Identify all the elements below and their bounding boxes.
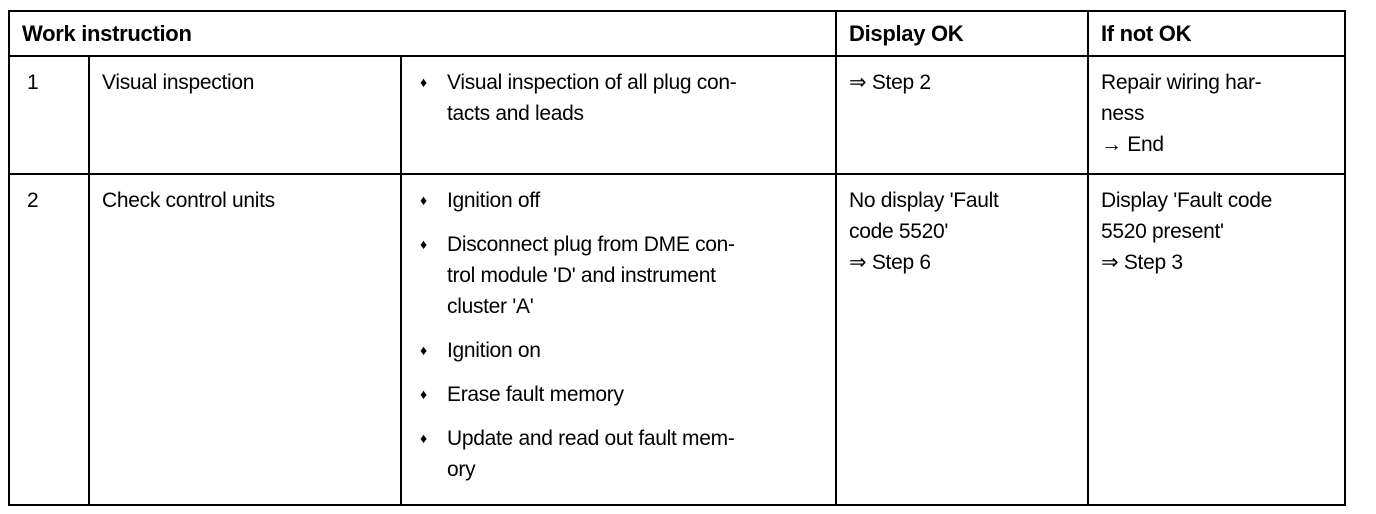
header-if-not-ok: If not OK [1087, 10, 1346, 57]
diamond-bullet-icon: ♦ [420, 74, 427, 90]
table-row-step-2: 2 Check control units ♦ Ignition off ♦ D… [8, 173, 1346, 506]
header-work-instruction: Work instruction [8, 10, 837, 57]
action-text: Ignition off [447, 189, 540, 212]
action-list: ♦ Ignition off ♦ Disconnect plug from DM… [420, 185, 829, 485]
action-item: ♦ Disconnect plug from DME con- trol mod… [420, 229, 829, 322]
actions-cell: ♦ Visual inspection of all plug con- tac… [400, 55, 837, 175]
step-number-cell: 1 [8, 55, 90, 175]
task-cell: Visual inspection [88, 55, 402, 175]
header-display-ok: Display OK [835, 10, 1089, 57]
if-not-ok-cell: Display 'Fault code 5520 present' ⇒ Step… [1087, 173, 1346, 506]
action-item: ♦ Update and read out fault mem- ory [420, 423, 829, 485]
action-text: Update and read out fault mem- ory [447, 427, 735, 481]
action-item: ♦ Visual inspection of all plug con- tac… [420, 67, 829, 129]
task-cell: Check control units [88, 173, 402, 506]
table-row-step-1: 1 Visual inspection ♦ Visual inspection … [8, 55, 1346, 175]
diamond-bullet-icon: ♦ [420, 192, 427, 208]
display-ok-cell: No display 'Fault code 5520' ⇒ Step 6 [835, 173, 1089, 506]
action-text: Visual inspection of all plug con- tacts… [447, 71, 737, 125]
header-row: Work instruction Display OK If not OK [8, 10, 1346, 57]
if-not-ok-cell: Repair wiring har- ness → End [1087, 55, 1346, 175]
diamond-bullet-icon: ♦ [420, 430, 427, 446]
diamond-bullet-icon: ♦ [420, 386, 427, 402]
actions-cell: ♦ Ignition off ♦ Disconnect plug from DM… [400, 173, 837, 506]
display-ok-cell: ⇒ Step 2 [835, 55, 1089, 175]
action-item: ♦ Ignition on [420, 335, 829, 366]
action-list: ♦ Visual inspection of all plug con- tac… [420, 67, 829, 129]
diamond-bullet-icon: ♦ [420, 342, 427, 358]
action-text: Ignition on [447, 339, 541, 362]
step-number-cell: 2 [8, 173, 90, 506]
action-text: Erase fault memory [447, 383, 624, 406]
work-instruction-table: Work instruction Display OK If not OK 1 … [8, 10, 1346, 506]
action-text: Disconnect plug from DME con- trol modul… [447, 233, 735, 318]
action-item: ♦ Ignition off [420, 185, 829, 216]
action-item: ♦ Erase fault memory [420, 379, 829, 410]
diamond-bullet-icon: ♦ [420, 236, 427, 252]
